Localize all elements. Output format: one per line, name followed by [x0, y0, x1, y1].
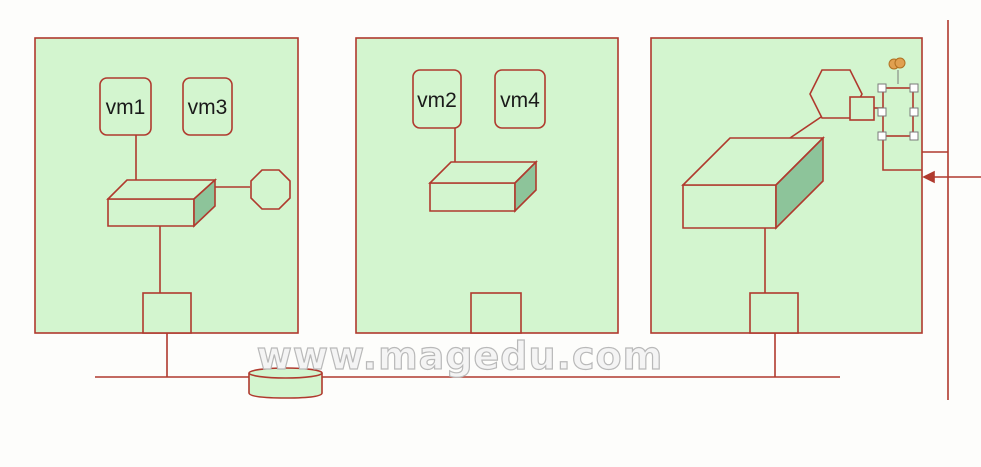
external-arrow [922, 170, 981, 184]
vm-node: vm4 [494, 69, 546, 129]
selected-nic [882, 87, 914, 137]
vm-node: vm3 [182, 77, 233, 136]
vm-label: vm3 [188, 96, 228, 119]
vm-label: vm2 [417, 89, 457, 112]
physical-nic [470, 292, 522, 334]
physical-nic [749, 292, 799, 334]
rotate-handle-icon[interactable] [888, 57, 906, 84]
watermark-text: www.magedu.com [257, 334, 663, 378]
storage-cylinder [248, 367, 323, 399]
vm-label: vm4 [500, 89, 540, 112]
virtual-switch-large [681, 136, 825, 230]
host-2: vm2 vm4 [355, 37, 619, 334]
selection-handles[interactable] [877, 83, 919, 141]
host-1: vm1 vm3 [34, 37, 299, 377]
vm-node: vm2 [412, 69, 462, 129]
physical-nic [142, 292, 192, 334]
host-3 [650, 37, 923, 377]
link-line [882, 136, 922, 171]
vm-node: vm1 [99, 77, 152, 136]
port-square [849, 96, 875, 121]
router-octagon [250, 169, 291, 210]
virtual-switch [106, 178, 218, 228]
vm-label: vm1 [106, 96, 146, 119]
link-line [789, 114, 825, 139]
virtual-switch [428, 160, 538, 213]
